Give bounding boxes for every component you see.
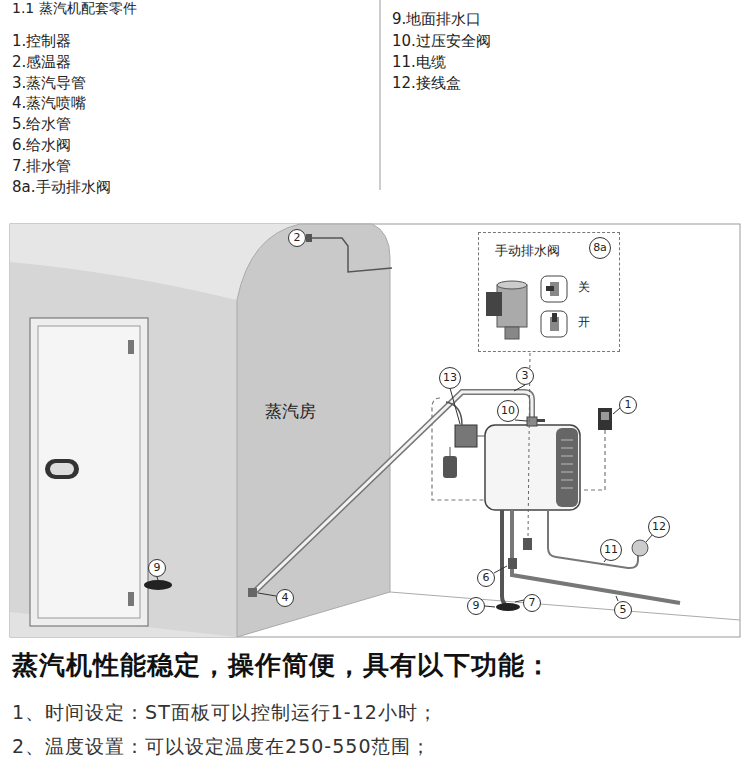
- feature-item: 2、温度设置：可以设定温度在250-550范围；: [12, 734, 431, 758]
- door-hinge: [128, 592, 134, 606]
- module-cylinder: [443, 456, 457, 478]
- callout-text: 1: [625, 399, 632, 411]
- valve-outlet: [505, 327, 519, 339]
- floor-line: [390, 592, 740, 620]
- valve-body: [497, 281, 527, 289]
- controller-wire: [580, 430, 605, 490]
- module-wire: [450, 447, 451, 456]
- callout-text: 9: [154, 562, 161, 574]
- part-list-item: 11.电缆: [392, 52, 446, 72]
- feature-heading: 蒸汽机性能稳定，操作简便，具有以下功能：: [12, 648, 552, 682]
- closed-icon: [541, 276, 567, 302]
- callout-number: 11: [600, 539, 622, 561]
- valve-state: 开: [578, 315, 590, 329]
- callout-text: 9: [473, 600, 480, 612]
- junction-box: [632, 540, 648, 556]
- inset-title: 手动排水阀: [495, 243, 560, 259]
- leader-line: [258, 593, 276, 596]
- room-front-wall: [237, 224, 390, 637]
- manual-drain-valve: [523, 538, 532, 550]
- steam-nozzle: [248, 588, 257, 597]
- temperature-sensor: [306, 234, 312, 242]
- callout-text: 7: [529, 597, 536, 609]
- open-icon: [541, 311, 567, 337]
- callout-number: 7: [523, 594, 541, 612]
- callout-text: 8a: [593, 242, 607, 254]
- door-handle: [50, 463, 74, 475]
- callout-text: 3: [522, 370, 529, 382]
- open-icon: [552, 313, 557, 322]
- drain-pipe: [502, 510, 508, 606]
- part-list-item: 7.排水管: [12, 156, 71, 176]
- room-label: 蒸汽房: [265, 400, 316, 422]
- callout-number: 9: [467, 597, 485, 615]
- water-valve: [508, 558, 517, 569]
- safety-valve: [537, 419, 545, 422]
- leader-line: [515, 420, 527, 421]
- callout-number: 6: [477, 569, 495, 587]
- callout-number: 2: [288, 229, 306, 247]
- door-handle: [45, 459, 79, 479]
- part-list-item: 4.蒸汽喷嘴: [12, 93, 86, 113]
- controller-panel: [598, 408, 612, 430]
- part-list-item: 10.过压安全阀: [392, 31, 491, 51]
- callout-number: 3: [516, 367, 534, 385]
- inset-panel: 手动排水阀 8a: [478, 232, 620, 352]
- part-list-item: 3.蒸汽导管: [12, 73, 86, 93]
- generator-side-panel: [556, 428, 578, 507]
- door-hinge: [128, 340, 134, 354]
- callout-text: 4: [282, 592, 289, 604]
- part-list-item: 6.给水阀: [12, 135, 71, 155]
- steam-generator: [485, 425, 580, 510]
- leader-line: [494, 566, 507, 573]
- callout-number: 1: [619, 396, 637, 414]
- door-glass: [38, 326, 140, 618]
- callout-text: 6: [483, 572, 490, 584]
- floor-drain: [144, 580, 172, 590]
- callout-number: 12: [648, 516, 670, 538]
- leader-line: [485, 606, 495, 607]
- illustration-frame: [10, 224, 740, 637]
- leader-lines: [157, 385, 653, 607]
- water-pipe: [512, 510, 680, 603]
- leader-line: [450, 388, 460, 424]
- generator-vent: [561, 440, 573, 488]
- callout-number: 13: [439, 367, 461, 389]
- callout-text: 11: [604, 544, 618, 556]
- safety-valve: [527, 417, 537, 426]
- leader-line: [514, 385, 525, 391]
- part-list-item: 2.感温器: [12, 52, 71, 72]
- part-list-item: 1.控制器: [12, 31, 71, 51]
- feature-item: 1、时间设定：ST面板可以控制运行1-12小时；: [12, 700, 438, 724]
- callout-text: 13: [443, 372, 457, 384]
- module-wire: [477, 436, 485, 437]
- floor-drain: [496, 603, 520, 611]
- valve-state: 关: [578, 280, 590, 294]
- callout-text: 12: [652, 521, 666, 533]
- callout-number: 10: [497, 400, 519, 422]
- callout-text: 2: [294, 232, 301, 244]
- part-list-item: 12.接线盒: [392, 73, 461, 93]
- leader-line: [157, 577, 158, 580]
- controller-panel: [601, 412, 609, 420]
- leader-line: [616, 596, 618, 601]
- closed-icon: [546, 286, 554, 291]
- column-divider: [380, 0, 381, 190]
- sensor-wire: [312, 238, 392, 272]
- callout-number: 4: [276, 589, 294, 607]
- valve-lever: [486, 292, 502, 316]
- callout-number: 5: [614, 601, 632, 619]
- section-heading: 1.1 蒸汽机配套零件: [12, 0, 137, 16]
- power-cable: [548, 510, 638, 568]
- part-list-item: 8a.手动排水阀: [12, 177, 111, 197]
- callout-text: 10: [501, 405, 515, 417]
- callout-text: 5: [620, 604, 627, 616]
- door-frame: [30, 318, 148, 626]
- control-module: [455, 425, 477, 447]
- part-list-item: 9.地面排水口: [392, 9, 481, 29]
- callout-number: 8a: [589, 237, 611, 259]
- callout-number: 9: [148, 559, 166, 577]
- part-list-item: 5.给水管: [12, 114, 71, 134]
